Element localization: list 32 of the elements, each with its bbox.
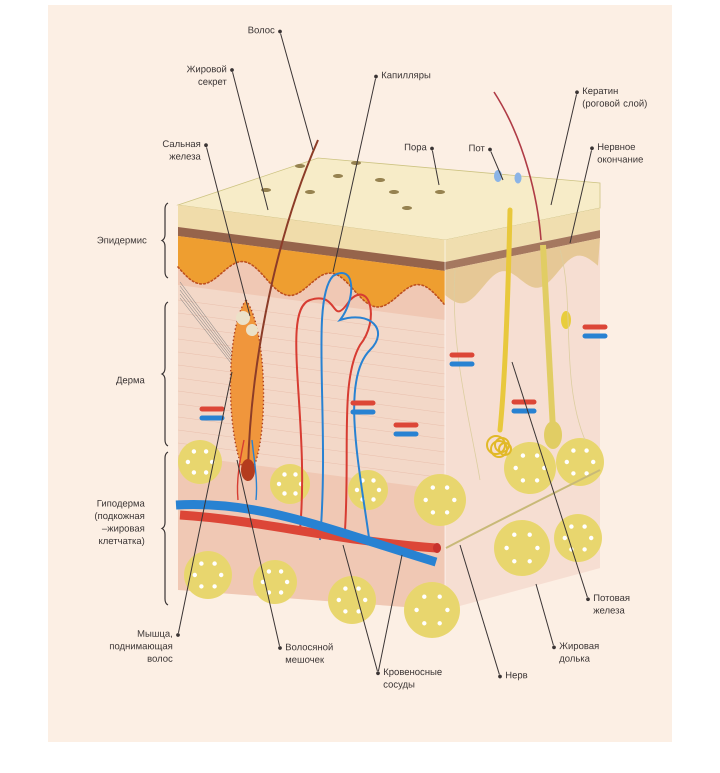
- leader-line: [232, 72, 268, 210]
- callout-label: Пот: [469, 144, 492, 152]
- leader-line: [536, 584, 554, 646]
- leader-line: [570, 150, 592, 244]
- callout-label: Пора: [404, 144, 434, 152]
- leader-line: [550, 94, 578, 206]
- leader-line: [378, 554, 402, 672]
- callout-label: Волос: [248, 26, 282, 34]
- leader-line: [206, 146, 250, 316]
- leader-line: [490, 151, 504, 180]
- layer-label: Дерма: [116, 376, 145, 386]
- callout-label: Волосяной мешочек: [278, 643, 333, 663]
- callout-label: Мышца, поднимающая волос: [110, 630, 180, 662]
- callout-label: Жировой секрет: [186, 65, 234, 87]
- leader-line: [432, 150, 440, 186]
- leader-line: [460, 544, 500, 675]
- callout-label: Потовая железа: [586, 594, 630, 614]
- leader-line: [332, 78, 376, 272]
- leader-line: [512, 362, 588, 598]
- callout-label: Жировая долька: [552, 642, 599, 664]
- callout-label: Нервное окончание: [590, 143, 643, 163]
- leader-line: [342, 544, 378, 672]
- callout-label: Кровеносные сосуды: [376, 668, 442, 690]
- layer-label: Гиподерма (подкожная –жировая клетчатка): [95, 500, 145, 546]
- leader-line: [236, 460, 280, 646]
- leader-line: [178, 372, 232, 634]
- callout-label: Нерв: [498, 672, 528, 680]
- layer-label: Эпидермис: [97, 236, 147, 246]
- callout-label: Сальная железа: [162, 140, 208, 160]
- leader-line: [280, 33, 314, 150]
- callout-label: Капилляры: [374, 72, 430, 80]
- callout-label: Кератин (роговой слой): [575, 88, 647, 108]
